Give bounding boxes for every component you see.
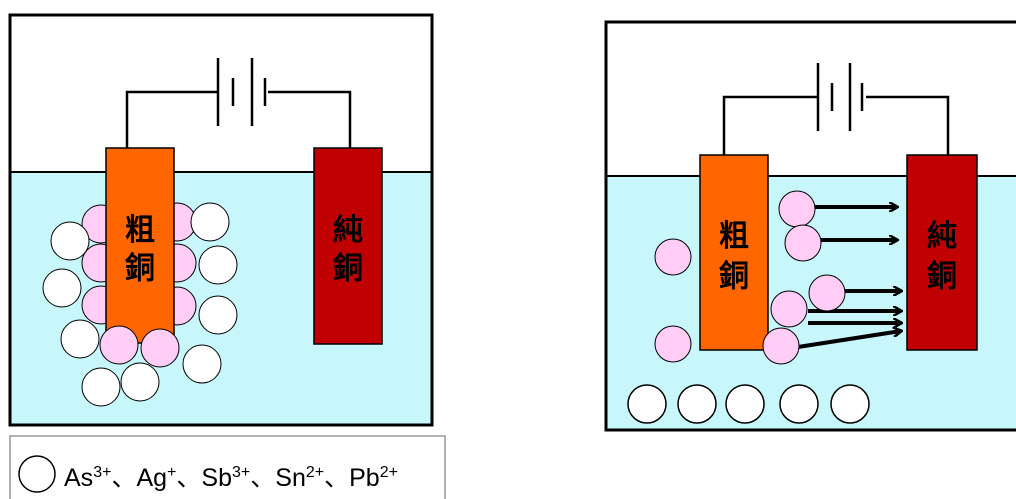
right-pure-label-1: 純 bbox=[927, 219, 957, 254]
right-tank-outline bbox=[604, 20, 1016, 432]
left-circuit-panel bbox=[92, 42, 370, 152]
ion-ag-charge: + bbox=[167, 464, 176, 481]
ion-sn: Sn bbox=[275, 464, 306, 492]
separator: 、 bbox=[176, 464, 201, 492]
ion-sn-charge: 2+ bbox=[306, 464, 324, 481]
ion-ag: Ag bbox=[136, 464, 167, 492]
left-cell: 粗 銅 純 銅 bbox=[8, 13, 434, 427]
separator: 、 bbox=[324, 464, 349, 492]
right-cell: 粗 銅 純 銅 bbox=[604, 20, 1016, 432]
left-pure-copper-electrode bbox=[313, 147, 383, 345]
ion-pb: Pb bbox=[349, 464, 380, 492]
ion-sb-charge: 3+ bbox=[232, 464, 250, 481]
migration-arrow bbox=[797, 331, 901, 349]
legend: As3+、Ag+、Sb3+、Sn2+、Pb2+ bbox=[9, 435, 446, 499]
right-pure-label-2: 銅 bbox=[927, 259, 957, 294]
ion-sb: Sb bbox=[201, 464, 232, 492]
right-crude-label-1: 粗 bbox=[719, 219, 749, 254]
left-pink-ions-front bbox=[99, 325, 180, 368]
right-migration-arrows bbox=[797, 207, 901, 349]
right-circuit-panel bbox=[688, 46, 968, 156]
legend-ion-list: As3+、Ag+、Sb3+、Sn2+、Pb2+ bbox=[64, 464, 398, 492]
right-anode-slime bbox=[627, 384, 870, 424]
right-pink-ions bbox=[654, 190, 846, 365]
left-pure-label-1: 純 bbox=[333, 213, 363, 248]
left-circuit bbox=[125, 58, 352, 148]
separator: 、 bbox=[250, 464, 275, 492]
ion-as-charge: 3+ bbox=[93, 464, 111, 481]
legend-box bbox=[9, 435, 446, 499]
right-crude-label-2: 銅 bbox=[719, 259, 749, 294]
right-pure-copper-electrode bbox=[906, 154, 978, 351]
left-crude-label-2: 銅 bbox=[125, 251, 155, 286]
left-crude-copper-electrode bbox=[105, 147, 175, 344]
right-circuit bbox=[722, 63, 950, 155]
left-tank-outline bbox=[8, 13, 434, 427]
ion-as: As bbox=[64, 464, 93, 492]
separator: 、 bbox=[111, 464, 136, 492]
left-impurity-ions bbox=[42, 202, 238, 407]
circle-outline-icon bbox=[18, 455, 56, 493]
right-crude-copper-electrode bbox=[699, 154, 769, 351]
left-pure-label-2: 銅 bbox=[333, 251, 363, 286]
ion-pb-charge: 2+ bbox=[380, 464, 398, 481]
left-crude-label-1: 粗 bbox=[125, 213, 155, 248]
